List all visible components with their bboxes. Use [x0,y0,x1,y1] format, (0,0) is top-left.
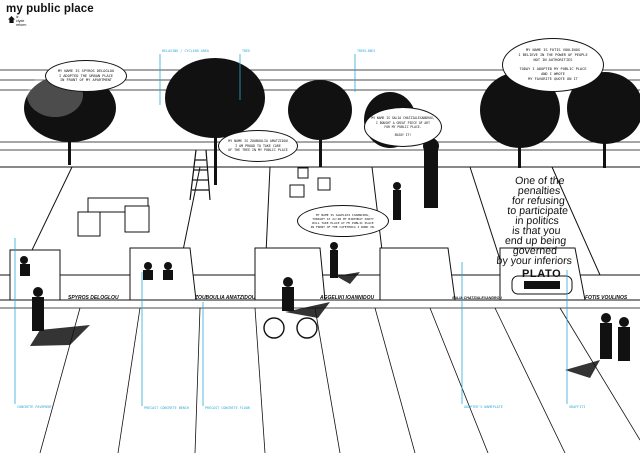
speech-bubble-salia: MY NAME IS SALIA CHATZIALEXANDROU, I BOU… [364,107,442,147]
house-icon [8,16,15,23]
nameplate-spyros: SPYROS DELOGLOU [68,295,119,301]
callout-relaxing-area: RELAXING / CYCLING AREA [162,49,209,53]
logo-text: iz clyde reform [16,16,26,27]
bubble-text: MY NAME IS AGGELIKI IOANNIDOU, TONIGHT A… [310,213,375,230]
speech-bubble-spyros: MY NAME IS SPYROS DELOGLOU I ADOPTED THE… [45,60,127,92]
bubble-text: MY NAME IS SALIA CHATZIALEXANDROU, I BOU… [371,116,434,137]
callout-nameplate: ADOPTER'S NAMEPLATE [464,405,503,409]
ladder [190,150,210,200]
page-title: my public place [6,3,94,15]
callout-treelines: TREELINES [357,49,375,53]
callout-precast-floor: PRECAST CONCRETE FLOOR [205,406,250,410]
picnic-table [78,198,149,236]
art-sculpture [290,138,439,208]
speech-bubble-aggeliki: MY NAME IS AGGELIKI IOANNIDOU, TONIGHT A… [297,205,389,237]
concrete-pavement [0,308,640,453]
callout-tree: TREE [242,49,250,53]
callout-graffiti: GRAFFITI [569,405,585,409]
nameplate-aggeliki: AGGELIKI IOANNIDOU [320,295,374,301]
speech-bubble-zouboulia: MY NAME IS ZOUBOULIA AMATZIDOU I AM PROU… [218,130,298,162]
nameplate-salia: SALIA CHATZIALEXANDROU [452,296,502,300]
speech-bubble-fotis: MY NAME IS FOTIS VOULINOS I BELIEVE IN T… [502,38,604,92]
nameplate-fotis: FOTIS VOULINOS [585,295,627,301]
bubble-text: MY NAME IS FOTIS VOULINOS I BELIEVE IN T… [518,48,587,82]
floor-quote: One of the penalties for refusing to par… [471,176,603,266]
callout-precast-bench: PRECAST CONCRETE BENCH [144,406,189,410]
callout-concrete-pavement: CONCRETE PAVEMENT [17,405,52,409]
bubble-text: MY NAME IS ZOUBOULIA AMATZIDOU I AM PROU… [228,139,288,152]
quote-author: PLATO [522,268,561,280]
bubble-text: MY NAME IS SPYROS DELOGLOU I ADOPTED THE… [58,69,114,82]
nameplate-zouboulia: ZOUBOULIA AMATZIDOU [195,295,255,301]
